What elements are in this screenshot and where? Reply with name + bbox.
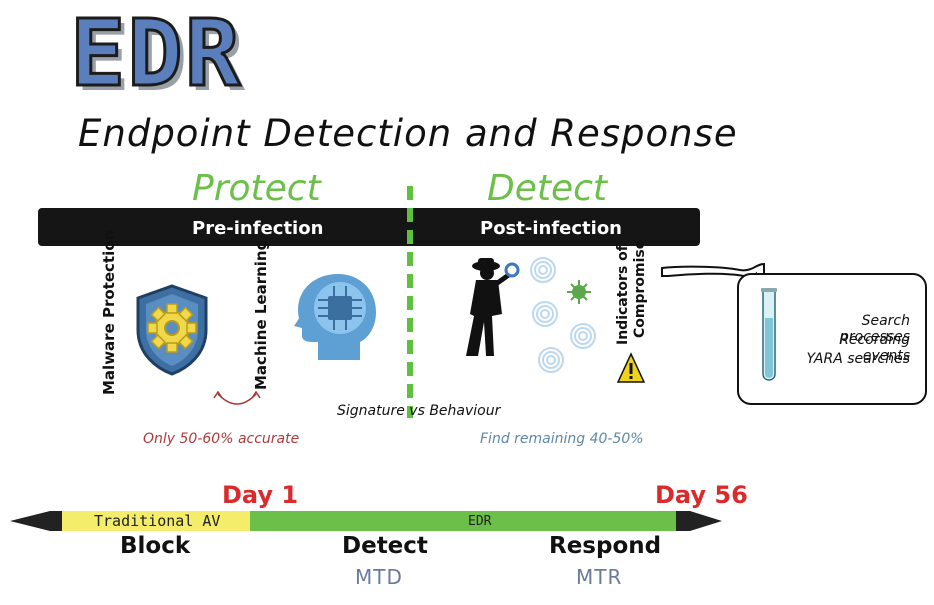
malware-protection-label: Malware Protection — [100, 229, 118, 395]
ai-head-icon — [294, 274, 376, 360]
post-infection-label: Post-infection — [480, 218, 622, 239]
note-line-1: Search processes — [839, 313, 910, 345]
page-title: EDR — [68, 0, 243, 107]
protect-heading: Protect — [192, 168, 321, 209]
mtd-label: MTD — [355, 565, 403, 589]
detective-icon — [466, 258, 520, 356]
traditional-av-label: Traditional AV — [94, 512, 221, 530]
edr-segment — [250, 511, 678, 531]
ioc-label-line2: Compromise — [632, 239, 648, 338]
accuracy-label: Only 50-60% accurate — [143, 431, 300, 447]
ioc-label-line1: Indicators of — [615, 245, 631, 345]
curved-arrow-icon — [213, 390, 261, 405]
timeline-right-tip — [676, 511, 722, 531]
block-stage: Block — [120, 533, 191, 559]
mtr-label: MTR — [576, 565, 623, 589]
signature-vs-behaviour-label: Signature vs Behaviour — [337, 403, 501, 419]
pre-infection-label: Pre-infection — [192, 218, 324, 239]
infection-bar — [38, 208, 700, 246]
respond-stage: Respond — [549, 533, 662, 559]
detect-heading: Detect — [487, 168, 608, 209]
timeline-left-tip — [10, 511, 66, 531]
fingerprints-icon — [530, 257, 596, 373]
page-subtitle: Endpoint Detection and Response — [78, 112, 738, 155]
day-56-label: Day 56 — [655, 481, 748, 509]
traditional-av-segment — [62, 511, 250, 531]
machine-learning-label: Machine Learning — [252, 239, 270, 390]
note-line-3: YARA searches — [806, 351, 910, 367]
warning-icon — [616, 352, 646, 383]
shield-gear-icon — [136, 284, 208, 376]
detect-stage: Detect — [342, 533, 428, 559]
remaining-label: Find remaining 40-50% — [480, 431, 644, 447]
day-1-label: Day 1 — [222, 481, 299, 509]
test-tube-icon — [761, 288, 777, 381]
edr-segment-label: EDR — [468, 514, 492, 529]
phase-divider — [407, 186, 413, 418]
note-line-2: Recording events — [839, 332, 910, 364]
